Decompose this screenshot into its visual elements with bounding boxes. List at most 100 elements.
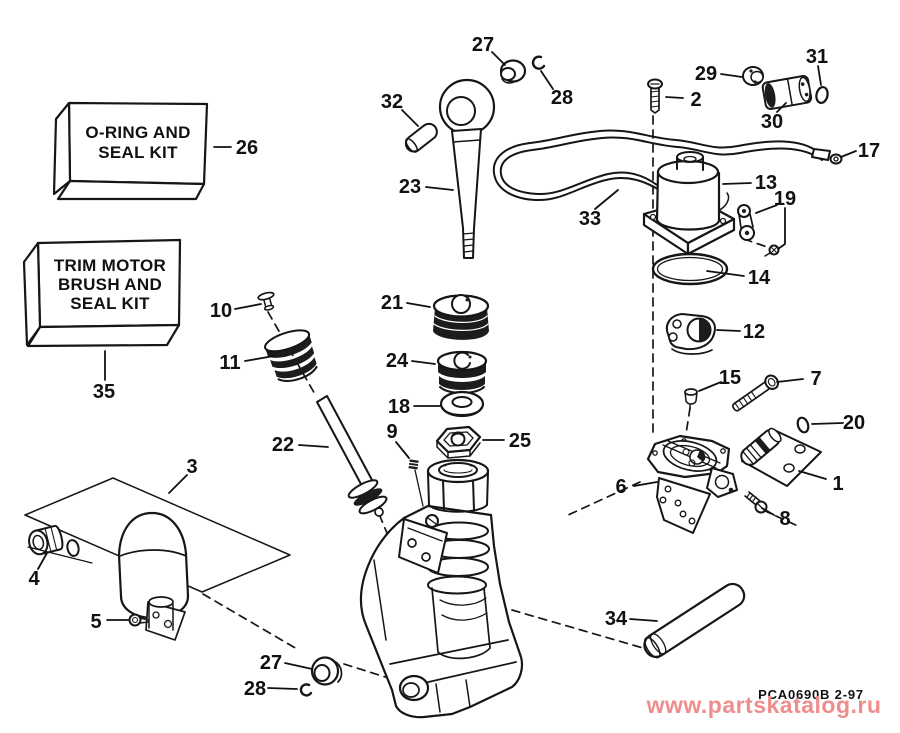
- part-11-piston: [264, 329, 318, 382]
- kit-box-oring-seal: O-RING AND SEAL KIT: [52, 101, 209, 201]
- callout-2: 2: [690, 89, 701, 111]
- callout-leader-28-top: [540, 70, 554, 90]
- callout-leader-1: [798, 470, 827, 480]
- callout-31: 31: [806, 46, 828, 68]
- part-20-oring: [796, 416, 810, 434]
- callout-9: 9: [386, 421, 397, 443]
- callout-24: 24: [386, 350, 409, 372]
- part-2-screw: [647, 78, 663, 114]
- callout-leader-27-top: [491, 51, 506, 66]
- callout-35: 35: [93, 381, 115, 403]
- part-17-terminal: [811, 148, 843, 165]
- part-28-bottom-clip: [299, 683, 313, 697]
- callout-23: 23: [399, 176, 421, 198]
- callout-leader-8: [761, 507, 775, 516]
- callout-leader-22: [298, 444, 329, 448]
- part-1-manifold-plate: [740, 427, 822, 487]
- part-3-plate-outline: [24, 477, 291, 593]
- reservoir-canister: [117, 511, 190, 641]
- callout-leader-15: [698, 381, 722, 392]
- part-28-top-clip: [531, 55, 546, 70]
- part-10-valve: [257, 291, 275, 311]
- part-33-wire-harness: [492, 129, 823, 202]
- callout-leader-27-bottom: [284, 662, 313, 670]
- callout-leader-3: [168, 474, 188, 494]
- callout-leader-9: [395, 441, 410, 459]
- callout-32: 32: [381, 91, 403, 113]
- part-27-top-bushing: [499, 59, 527, 84]
- callout-10: 10: [210, 300, 232, 322]
- callout-leader-29: [720, 73, 743, 78]
- callout-5: 5: [90, 611, 101, 633]
- part-6-pump: [646, 434, 738, 534]
- callout-14: 14: [748, 267, 771, 289]
- callout-leader-10: [234, 303, 262, 310]
- callout-18: 18: [388, 396, 410, 418]
- callout-33: 33: [579, 208, 601, 230]
- callout-leader-13: [722, 182, 752, 185]
- part-21-cap: [432, 294, 490, 340]
- part-23-tilt-rod: [438, 78, 496, 259]
- callout-leader-7: [776, 378, 804, 383]
- callout-3: 3: [186, 456, 197, 478]
- callout-12: 12: [743, 321, 765, 343]
- callout-leader-30: [776, 102, 787, 113]
- part-18-washer: [439, 390, 485, 418]
- part-4-bushing: [27, 524, 93, 564]
- callout-28-top: 28: [551, 87, 573, 109]
- part-27-bottom-bushing: [310, 656, 343, 686]
- kit-box-trim-motor-brush: TRIM MOTOR BRUSH AND SEAL KIT: [22, 238, 182, 348]
- callout-leader-4: [37, 552, 48, 570]
- callout-34: 34: [605, 608, 628, 630]
- part-30-valve: [761, 75, 813, 111]
- callout-leader-31: [817, 65, 822, 86]
- callout-29: 29: [695, 63, 717, 85]
- callout-30: 30: [761, 111, 783, 133]
- kit-35-line-3: SEAL KIT: [70, 294, 150, 313]
- callout-leader-11: [244, 355, 275, 362]
- part-15-plug: [684, 388, 698, 410]
- kit-35-line-1: TRIM MOTOR: [54, 256, 166, 275]
- callout-leader-19: [755, 204, 778, 214]
- callout-26: 26: [236, 137, 258, 159]
- callout-19: 19: [774, 188, 796, 210]
- part-12-filter: [665, 313, 716, 355]
- part-34-pin: [643, 582, 746, 659]
- callout-22: 22: [272, 434, 294, 456]
- part-code: PCA0690B 2-97: [758, 687, 864, 702]
- kit-26-line-2: SEAL KIT: [98, 143, 178, 162]
- callout-leader-12: [716, 329, 741, 332]
- callout-1: 1: [832, 473, 843, 495]
- part-29-grommet: [742, 66, 764, 86]
- kit-35-line-2: BRUSH AND: [58, 275, 162, 294]
- callout-20: 20: [843, 412, 865, 434]
- callout-leader-34: [629, 618, 658, 622]
- callout-leader-6: [633, 481, 658, 487]
- callout-leader-23: [425, 186, 454, 191]
- callout-7: 7: [810, 368, 821, 390]
- part-13-trim-motor: [642, 151, 736, 256]
- part-7-bolt: [732, 374, 780, 412]
- callout-6: 6: [615, 476, 626, 498]
- callout-28-bottom: 28: [244, 678, 266, 700]
- part-31-oring: [815, 85, 829, 105]
- callout-13: 13: [755, 172, 777, 194]
- part-24-piston: [436, 350, 488, 394]
- watermark: www.partskatalog.ru: [646, 692, 882, 718]
- part-5-screw: [128, 613, 149, 627]
- callout-8: 8: [779, 508, 790, 530]
- callout-leader-17: [840, 150, 857, 158]
- kit-26-line-1: O-RING AND: [85, 123, 190, 142]
- part-25-nut: [435, 425, 482, 459]
- part-9-nub: [408, 459, 424, 507]
- callout-leader-33: [594, 189, 619, 210]
- callout-15: 15: [719, 367, 741, 389]
- callout-27-bottom: 27: [260, 652, 282, 674]
- part-22-rod: [316, 395, 388, 517]
- callout-4: 4: [28, 568, 40, 590]
- callout-leader-20: [811, 422, 844, 425]
- callout-21: 21: [381, 292, 403, 314]
- footer: PCA0690B 2-97 www.partskatalog.ru: [646, 687, 882, 718]
